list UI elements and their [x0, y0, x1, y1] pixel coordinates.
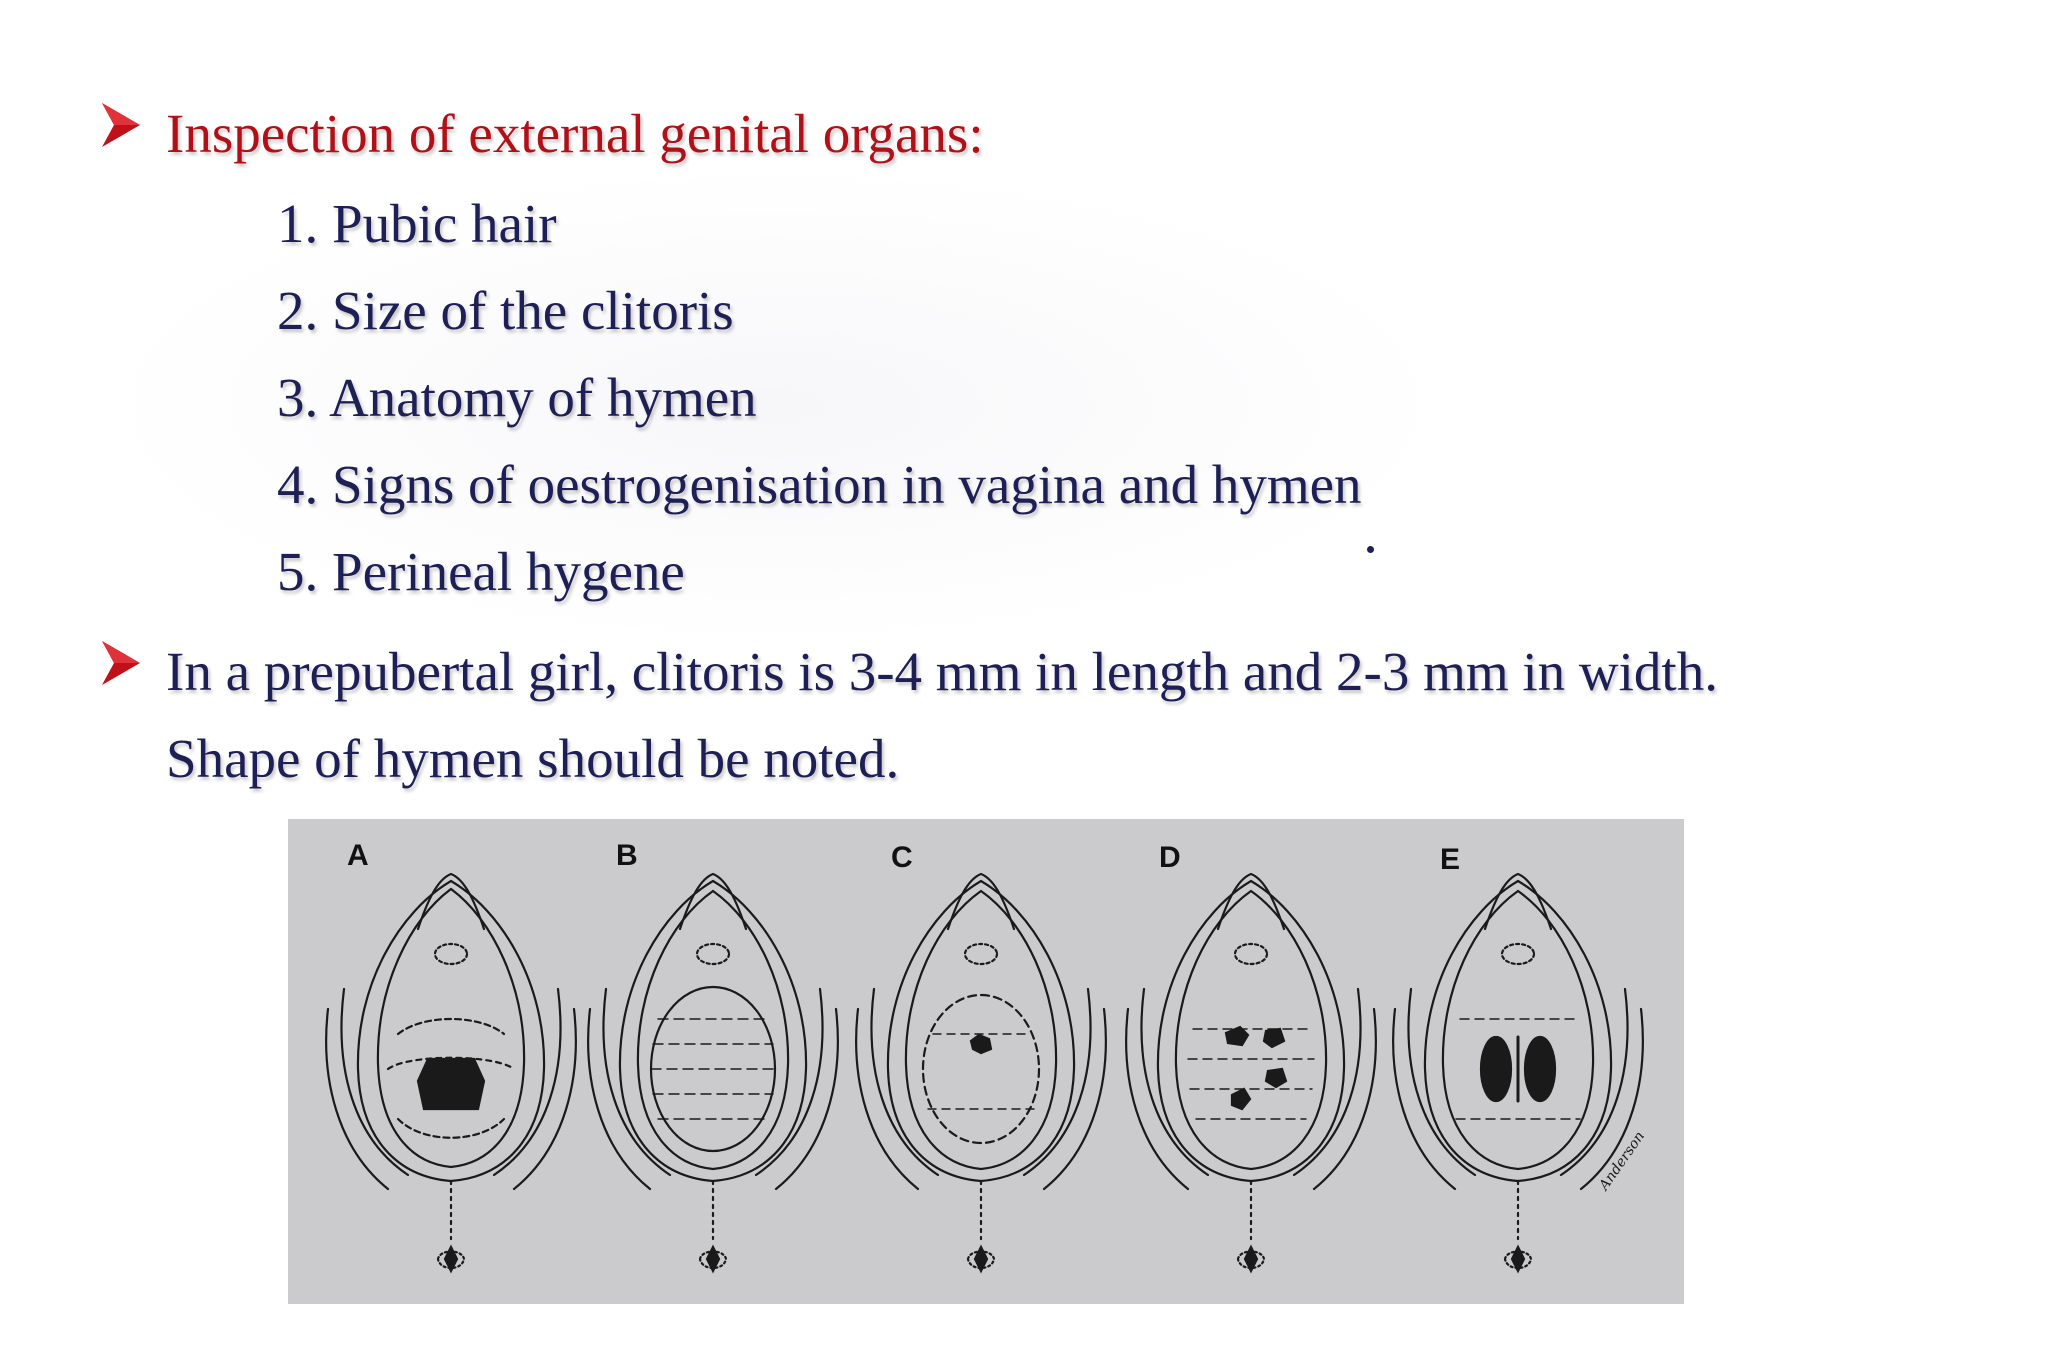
panel-label-b: B: [616, 839, 638, 872]
inspection-list: 1. Pubic hair 2. Size of the clitoris 3.…: [277, 180, 1362, 615]
bullet-heading: Inspection of external genital organs:: [166, 103, 984, 164]
hymen-shapes-figure: A B C D E: [288, 819, 1684, 1304]
list-item: 1. Pubic hair: [277, 193, 557, 254]
arrowhead-bullet-icon: [102, 641, 140, 685]
arrowhead-bullet-icon: [102, 103, 140, 147]
bullet-body-line: Shape of hymen should be noted.: [166, 728, 900, 789]
list-item: 5. Perineal hygene: [277, 541, 685, 602]
text-backdrop: [110, 170, 1440, 640]
list-item: 2. Size of the clitoris: [277, 280, 734, 341]
hymen-drawing-a: [325, 872, 577, 1274]
stray-period: [1367, 546, 1374, 553]
hymen-drawing-c: [855, 872, 1107, 1274]
bullet-body: In a prepubertal girl, clitoris is 3-4 m…: [166, 628, 1718, 802]
panel-label-e: E: [1440, 843, 1461, 876]
panel-label-d: D: [1159, 841, 1181, 874]
hymen-drawing-b: [587, 872, 839, 1274]
list-item: 3. Anatomy of hymen: [277, 367, 757, 428]
hymen-illustrations: Anderson: [325, 872, 1648, 1274]
bullet-inspection: Inspection of external genital organs:: [100, 90, 984, 177]
panel-label-a: A: [347, 839, 369, 872]
hymen-drawing-d: [1125, 872, 1377, 1274]
bullet-prepubertal: In a prepubertal girl, clitoris is 3-4 m…: [100, 628, 1718, 802]
list-item: 4. Signs of oestrogenisation in vagina a…: [277, 454, 1362, 515]
hymen-drawing-e: [1392, 872, 1644, 1274]
bullet-body-line: In a prepubertal girl, clitoris is 3-4 m…: [166, 641, 1718, 702]
panel-label-c: C: [891, 841, 913, 874]
